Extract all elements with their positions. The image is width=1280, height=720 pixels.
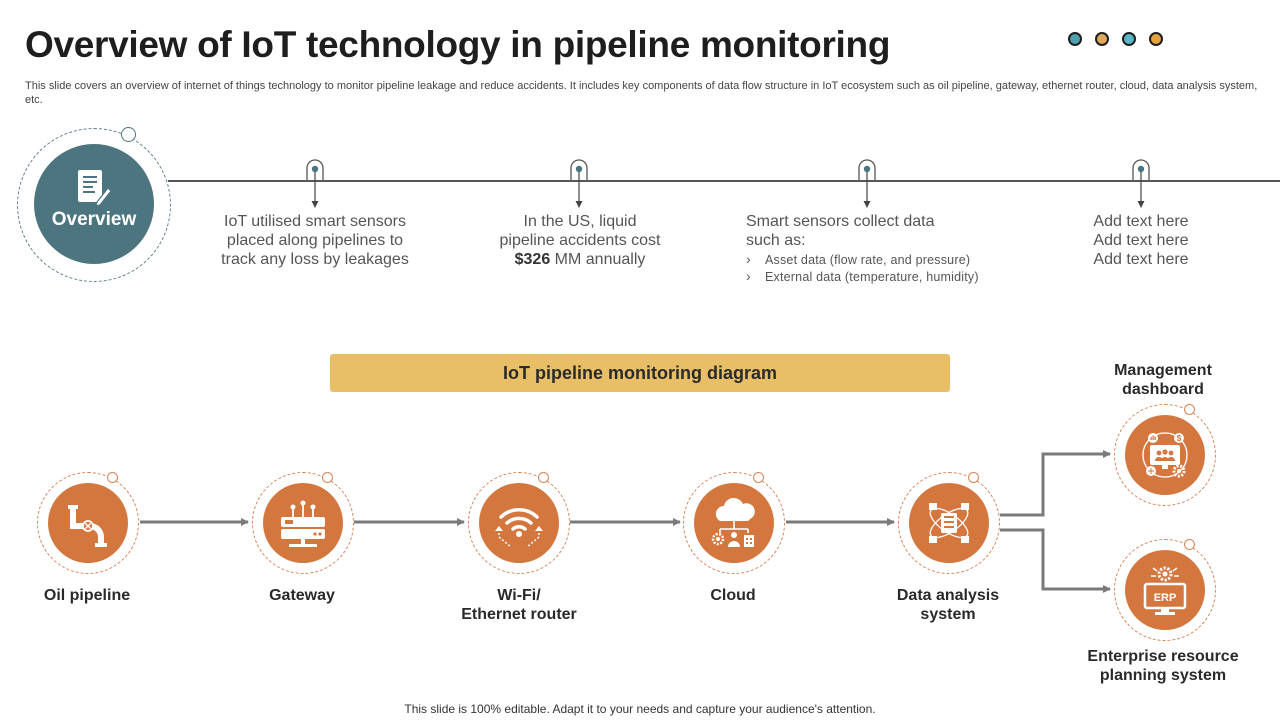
arrow-analysis-to-erp bbox=[1000, 528, 1111, 593]
placeholder-text-line: Add text here bbox=[1093, 251, 1189, 268]
gateway-icon bbox=[281, 500, 325, 547]
erp-node-knob bbox=[1184, 539, 1195, 550]
wifi-router-node-knob bbox=[538, 472, 549, 483]
gateway-node-ring bbox=[252, 472, 354, 574]
erp-label-line1: Enterprise resource bbox=[1087, 648, 1239, 665]
wifi-router-label-line2: Ethernet router bbox=[461, 606, 577, 623]
sensor-data-list: Asset data (flow rate, and pressure) Ext… bbox=[746, 251, 1006, 286]
data-analysis-icon bbox=[929, 503, 969, 543]
page-title: Overview of IoT technology in pipeline m… bbox=[25, 24, 891, 65]
diagram-banner: IoT pipeline monitoring diagram bbox=[330, 354, 950, 392]
cloud-node bbox=[694, 483, 774, 563]
dashboard-node: $ bbox=[1125, 415, 1205, 495]
timeline-text-2-line3: $326 MM annually bbox=[480, 250, 680, 269]
data-analysis-label: Data analysis system bbox=[858, 586, 1038, 624]
timeline-pin-4 bbox=[1132, 159, 1150, 208]
data-analysis-node-knob bbox=[968, 472, 979, 483]
oil-pipeline-label: Oil pipeline bbox=[43, 587, 131, 604]
svg-text:$: $ bbox=[1177, 434, 1182, 443]
data-analysis-node-ring bbox=[898, 472, 1000, 574]
oil-pipeline-node bbox=[48, 483, 128, 563]
gateway-node bbox=[263, 483, 343, 563]
cloud-node-knob bbox=[753, 472, 764, 483]
gateway-label: Gateway bbox=[269, 587, 335, 604]
overview-label: Overview bbox=[51, 209, 137, 230]
dashboard-label-line2: dashboard bbox=[1122, 381, 1204, 398]
dashboard-label-line1: Management bbox=[1114, 362, 1212, 379]
arrow-analysis-to-dashboard bbox=[1000, 450, 1111, 517]
accident-cost-unit: MM annually bbox=[550, 251, 646, 268]
oil-pipeline-node-ring bbox=[37, 472, 139, 574]
wifi-router-node-ring bbox=[468, 472, 570, 574]
oil-pipeline-icon bbox=[68, 505, 107, 547]
dashboard-icon: $ bbox=[1142, 432, 1188, 478]
erp-node-ring bbox=[1114, 539, 1216, 641]
placeholder-text-line: Add text here bbox=[1093, 213, 1189, 230]
timeline-text-2-line1: In the US, liquid bbox=[523, 213, 637, 230]
footer-note: This slide is 100% editable. Adapt it to… bbox=[404, 702, 876, 716]
timeline-text-4: Add text here Add text here Add text her… bbox=[1071, 212, 1211, 269]
decorative-dot-1 bbox=[1068, 32, 1082, 46]
cloud-node-ring bbox=[683, 472, 785, 574]
overview-circle bbox=[34, 144, 154, 264]
document-pen-icon bbox=[78, 170, 111, 207]
overview-ring bbox=[17, 128, 171, 282]
dashboard-label: Management dashboard bbox=[1073, 361, 1253, 399]
timeline-text-2-line2: pipeline accidents cost bbox=[499, 232, 661, 249]
dashboard-node-ring bbox=[1114, 404, 1216, 506]
erp-badge: ERP bbox=[1153, 592, 1177, 604]
timeline-text-2: In the US, liquid pipeline accidents cos… bbox=[480, 212, 680, 269]
timeline-line bbox=[168, 180, 1280, 182]
timeline-pin-3 bbox=[858, 159, 876, 208]
timeline-text-1: IoT utilised smart sensors placed along … bbox=[221, 213, 409, 268]
page-subtitle: This slide covers an overview of interne… bbox=[25, 80, 1258, 106]
timeline-text-3-title: Smart sensors collect data such as: bbox=[746, 213, 935, 249]
wifi-router-icon bbox=[495, 508, 543, 548]
erp-icon bbox=[1143, 566, 1187, 615]
accident-cost-amount: $326 bbox=[514, 251, 551, 268]
timeline-text-3: Smart sensors collect data such as: Asse… bbox=[746, 212, 1006, 286]
cloud-label: Cloud bbox=[710, 587, 756, 604]
data-analysis-label-line1: Data analysis bbox=[896, 587, 1000, 604]
dashboard-node-knob bbox=[1184, 404, 1195, 415]
wifi-router-label: Wi-Fi/ Ethernet router bbox=[429, 586, 609, 624]
gateway-node-knob bbox=[322, 472, 333, 483]
wifi-router-node bbox=[479, 483, 559, 563]
decorative-dot-2 bbox=[1095, 32, 1109, 46]
data-analysis-label-line2: system bbox=[920, 606, 976, 623]
placeholder-text-line: Add text here bbox=[1093, 232, 1189, 249]
erp-label-line2: planning system bbox=[1099, 667, 1227, 684]
decorative-dot-4 bbox=[1149, 32, 1163, 46]
erp-node bbox=[1125, 550, 1205, 630]
timeline-pin-1 bbox=[306, 159, 324, 208]
wifi-router-label-line1: Wi-Fi/ bbox=[497, 587, 541, 604]
data-analysis-node bbox=[909, 483, 989, 563]
erp-label: Enterprise resource planning system bbox=[1073, 647, 1253, 685]
list-item: Asset data (flow rate, and pressure) bbox=[746, 251, 1006, 269]
oil-pipeline-node-knob bbox=[107, 472, 118, 483]
timeline-pin-2 bbox=[570, 159, 588, 208]
decorative-dots bbox=[1068, 32, 1163, 46]
cloud-icon bbox=[711, 497, 755, 547]
decorative-dot-3 bbox=[1122, 32, 1136, 46]
overview-knob bbox=[121, 127, 136, 142]
list-item: External data (temperature, humidity) bbox=[746, 268, 1006, 286]
